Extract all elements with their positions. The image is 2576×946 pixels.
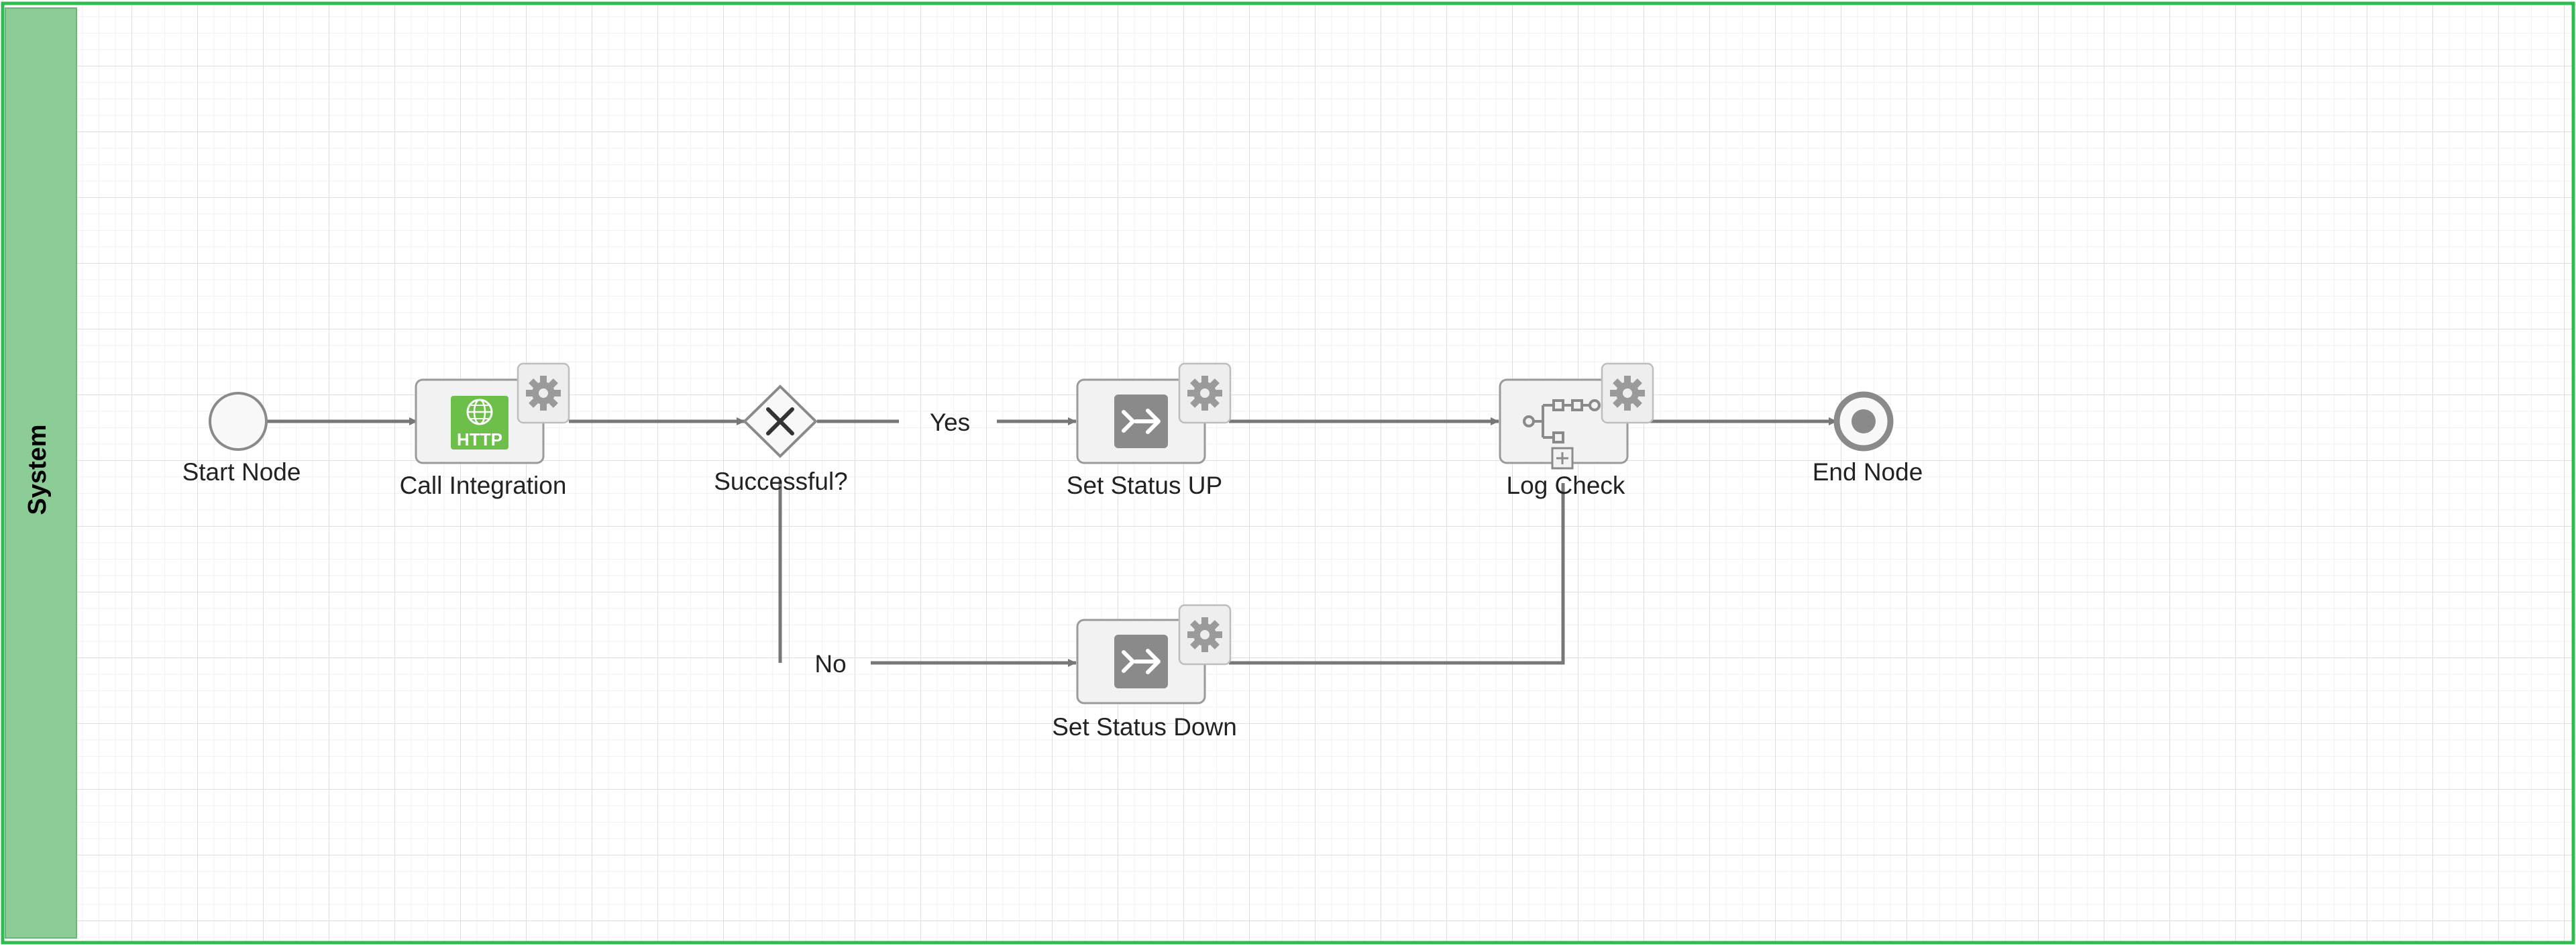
task-set-status-up-label: Set Status UP (1067, 472, 1222, 499)
lane-title: System (23, 424, 52, 515)
end-event-inner-dot (1851, 409, 1876, 433)
gear-icon[interactable] (1178, 362, 1232, 424)
gear-icon[interactable] (517, 362, 570, 424)
gear-icon[interactable] (1601, 362, 1654, 424)
subprocess-flow-icon (1523, 399, 1601, 443)
lane-header[interactable] (5, 7, 77, 939)
grid-pattern (76, 5, 2572, 942)
script-arrow-icon (1114, 395, 1168, 448)
gateway-successful[interactable]: Successful? (714, 384, 848, 495)
task-log-check[interactable]: Log Check (1499, 362, 1654, 499)
script-arrow-icon (1114, 635, 1168, 688)
gateway-label: Successful? (714, 468, 848, 495)
task-set-status-down[interactable]: Set Status Down (1052, 604, 1237, 741)
start-node[interactable]: Start Node (182, 392, 301, 486)
task-call-integration-label: Call Integration (400, 472, 567, 499)
http-icon-text: HTTP (457, 429, 502, 450)
task-call-integration[interactable]: HTTP Call Integration (400, 362, 570, 499)
end-node[interactable]: End Node (1813, 391, 1923, 486)
start-node-label: Start Node (182, 458, 301, 486)
edge-label-yes: Yes (930, 409, 970, 436)
end-node-label: End Node (1813, 458, 1923, 486)
close-x-icon (766, 407, 794, 435)
task-set-status-down-label: Set Status Down (1052, 713, 1237, 741)
start-event-circle-icon (209, 392, 268, 451)
http-globe-icon: HTTP (451, 396, 508, 450)
edge-label-no: No (814, 650, 846, 678)
gear-icon[interactable] (1178, 604, 1232, 666)
edge-set-status-down-to-log-check[interactable] (1229, 483, 1565, 665)
task-set-status-up[interactable]: Set Status UP (1067, 362, 1232, 499)
task-log-check-label: Log Check (1507, 472, 1625, 499)
expand-plus-icon[interactable] (1551, 447, 1574, 470)
edges (267, 421, 1837, 663)
edge-gateway-no-to-set-status-down[interactable] (778, 480, 1076, 663)
